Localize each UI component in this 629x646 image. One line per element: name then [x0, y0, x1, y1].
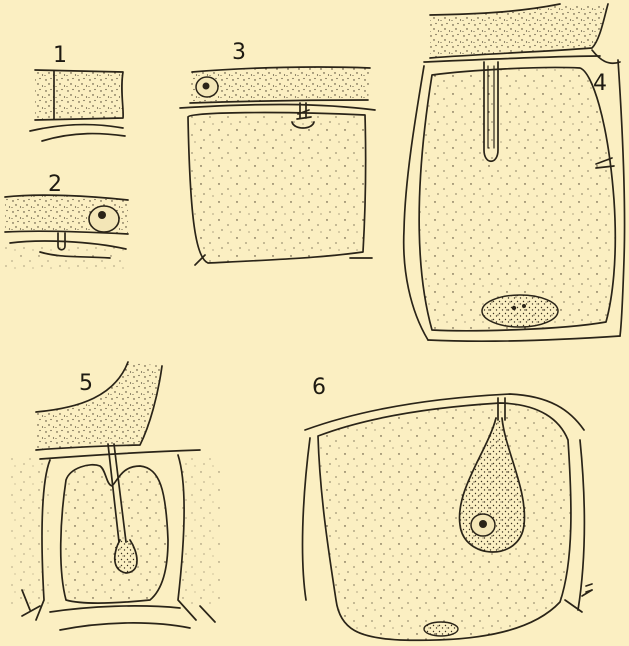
- host-cell: [61, 465, 168, 603]
- host-nucleus: [482, 295, 558, 327]
- panel-label-2: 2: [48, 172, 62, 197]
- host-cell: [188, 113, 366, 263]
- panel-label-3: 3: [232, 40, 246, 65]
- panel-label-5: 5: [79, 371, 93, 396]
- panel-3: 3: [180, 40, 375, 265]
- panel-label-1: 1: [53, 43, 67, 68]
- hypha-segment: [35, 70, 123, 120]
- panel-label-6: 6: [312, 375, 326, 400]
- panel-4: 4: [404, 4, 625, 341]
- hypha: [430, 4, 608, 58]
- host-cell: [318, 403, 571, 640]
- nucleolus: [98, 211, 106, 219]
- panel-2: 2: [4, 172, 128, 270]
- host-nucleus: [424, 622, 458, 636]
- host-cell: [419, 67, 615, 330]
- panel-1: 1: [30, 43, 125, 141]
- panel-6: 6: [303, 375, 592, 640]
- panel-5: 5: [10, 362, 220, 630]
- nucleus: [89, 206, 119, 232]
